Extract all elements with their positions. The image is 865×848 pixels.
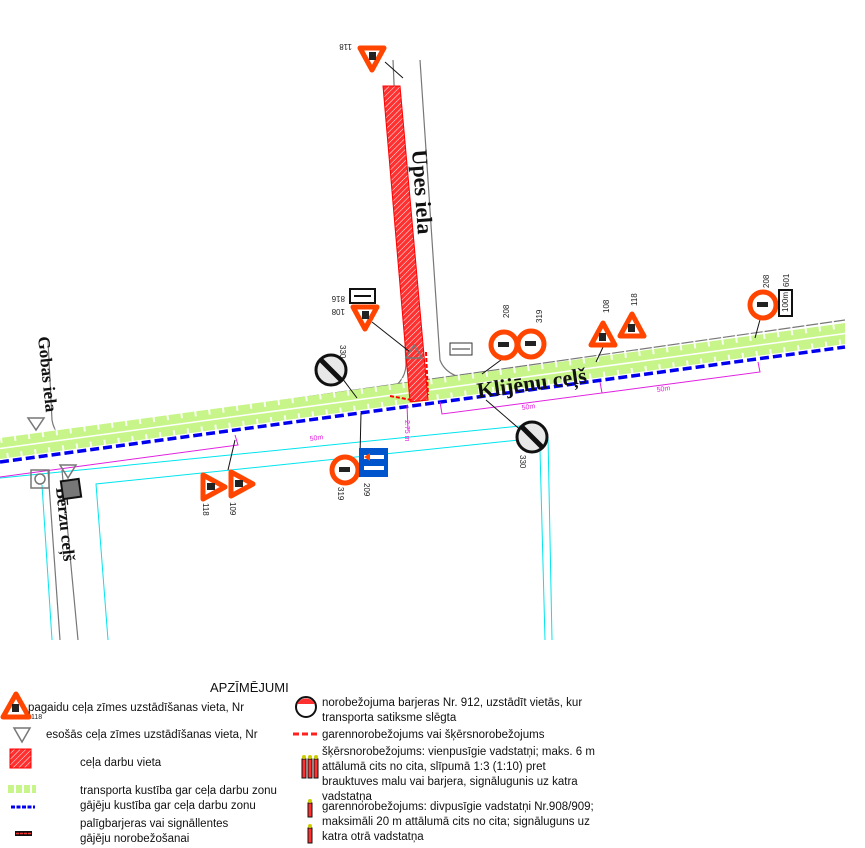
barrier-912-icon bbox=[295, 696, 317, 718]
svg-text:816: 816 bbox=[331, 294, 345, 303]
two-sided-posts-icon bbox=[307, 799, 313, 844]
sign-118-top[interactable]: 118 bbox=[339, 42, 384, 70]
svg-text:601: 601 bbox=[782, 273, 791, 287]
traffic-scheme-map: 50m 50m 50m 2.75 m Upes iela Klijēnu ceļ… bbox=[0, 42, 846, 641]
legend-title: APZĪMĒJUMI bbox=[210, 680, 289, 695]
sign-816[interactable]: 816 bbox=[331, 288, 376, 304]
svg-text:108: 108 bbox=[331, 307, 345, 316]
legend-item-work-zone: ceļa darbu vieta bbox=[80, 757, 162, 769]
legend-item-traffic: transporta kustība gar ceļa darbu zonu bbox=[80, 785, 277, 797]
road-work-zone bbox=[382, 85, 429, 403]
sign-209[interactable]: 209 bbox=[359, 448, 388, 497]
legend-item-one-sided-posts: šķērsnorobežojums: vienpusīgie vadstatņi… bbox=[322, 746, 595, 803]
street-name-upes: Upes iela bbox=[407, 149, 438, 235]
sign-330-bottom[interactable]: 330 bbox=[517, 422, 547, 469]
distance-label: 50m bbox=[521, 403, 536, 412]
existing-sign-square bbox=[59, 477, 83, 501]
sign-108-right[interactable]: 108 bbox=[591, 299, 615, 345]
existing-sign-triangle bbox=[26, 343, 424, 489]
legend-item-temporary-sign: pagaidu ceļa zīmes uzstādīšanas vieta, N… bbox=[28, 702, 245, 714]
legend-icons-left: 118 bbox=[0, 691, 42, 836]
legend-item-two-sided-posts: garennorobežojums: divpusīgie vadstatņi … bbox=[322, 801, 594, 843]
auxiliary-barrier-icon bbox=[15, 831, 32, 836]
sign-208-mid[interactable]: 208 bbox=[491, 304, 517, 358]
property-boundaries bbox=[0, 425, 553, 641]
svg-text:118: 118 bbox=[630, 293, 639, 306]
dimension-lines bbox=[0, 361, 761, 478]
svg-text:319: 319 bbox=[535, 309, 544, 323]
sign-208-far[interactable]: 208 bbox=[750, 274, 776, 318]
svg-text:319: 319 bbox=[336, 487, 345, 501]
svg-text:109: 109 bbox=[228, 502, 237, 516]
legend-item-auxiliary-barrier: palīgbarjeras vai signāllentes gājēju no… bbox=[80, 818, 229, 845]
svg-text:208: 208 bbox=[502, 304, 511, 318]
sign-108-left[interactable]: 108 bbox=[331, 307, 377, 329]
svg-text:118: 118 bbox=[201, 503, 210, 516]
pedestrian-route bbox=[0, 345, 846, 464]
sign-109[interactable]: 109 bbox=[228, 472, 253, 516]
sign-330-left[interactable]: 330 bbox=[316, 345, 347, 385]
existing-sign-panel bbox=[449, 342, 473, 356]
svg-text:209: 209 bbox=[362, 483, 371, 497]
distance-label: 50m bbox=[309, 434, 324, 443]
svg-text:100m: 100m bbox=[781, 292, 790, 312]
sign-118-right[interactable]: 118 bbox=[620, 293, 644, 336]
width-label: 2.75 m bbox=[403, 420, 410, 442]
svg-text:118: 118 bbox=[339, 42, 352, 51]
svg-text:208: 208 bbox=[762, 274, 771, 288]
sign-118-bottom[interactable]: 118 bbox=[201, 475, 225, 516]
legend-item-barrier-912: norobežojuma barjeras Nr. 912, uzstādīt … bbox=[322, 697, 583, 724]
svg-text:108: 108 bbox=[602, 299, 611, 313]
legend-icons-right bbox=[293, 696, 320, 844]
sign-601[interactable]: 100m 601 bbox=[778, 273, 793, 317]
sign-319-mid[interactable]: 319 bbox=[518, 309, 544, 357]
legend-item-existing-sign: esošās ceļa zīmes uzstādīšanas vieta, Nr bbox=[46, 729, 258, 741]
svg-text:330: 330 bbox=[338, 345, 347, 359]
legend-item-pedestrian: gājēju kustība gar ceļa darbu zonu bbox=[80, 800, 256, 812]
legend-sign-num: 118 bbox=[31, 714, 42, 721]
distance-label: 50m bbox=[656, 385, 671, 394]
temporary-sign-icon bbox=[0, 691, 32, 720]
sign-319-bottom[interactable]: 319 bbox=[332, 457, 358, 501]
work-zone-icon bbox=[9, 748, 32, 769]
legend-item-red-dashed: garennorobežojums vai šķērsnorobežojums bbox=[322, 729, 545, 741]
svg-text:330: 330 bbox=[518, 455, 527, 469]
traffic-band-icon bbox=[8, 785, 36, 793]
street-name-gobas: Gobas iela bbox=[34, 335, 61, 413]
existing-sign-icon bbox=[12, 727, 32, 744]
one-sided-posts-icon bbox=[301, 755, 319, 779]
